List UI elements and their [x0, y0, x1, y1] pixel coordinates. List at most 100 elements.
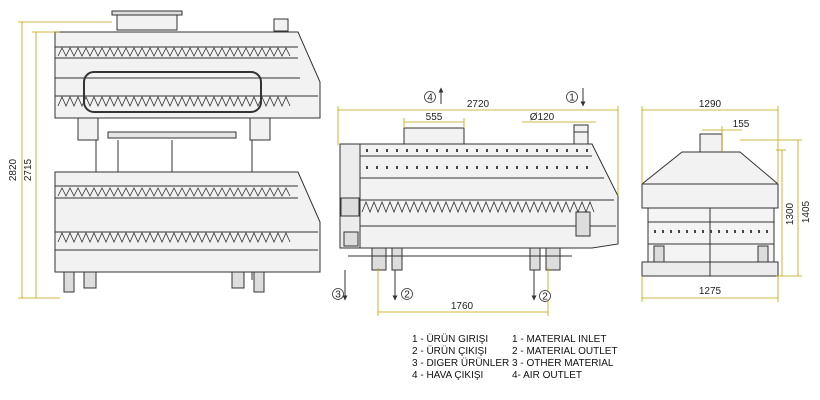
perforation-hole	[416, 166, 418, 169]
perforation-hole	[506, 149, 508, 152]
side-height-1-label: 1300	[785, 202, 796, 225]
legend-tr-1: 1 - ÜRÜN GIRIŞI	[412, 334, 489, 345]
front-view-teeth	[57, 47, 291, 243]
perforation-hole	[586, 149, 588, 152]
perforation-hole	[678, 230, 680, 233]
outlet-diameter-label: Ø120	[530, 112, 555, 123]
perforation-hole	[556, 166, 558, 169]
perforation-hole	[734, 230, 736, 233]
legend-turkish: 1 - ÜRÜN GIRIŞI 2 - ÜRÜN ÇIKIŞI 3 - DIGE…	[412, 334, 509, 382]
marker-material-outlet-left: 2	[404, 290, 410, 301]
marker-other-material: 3	[335, 290, 341, 301]
base-width-label: 1275	[699, 286, 722, 297]
perforation-hole	[758, 230, 760, 233]
perforation-hole	[386, 166, 388, 169]
leg-span-label: 1760	[451, 301, 474, 312]
perforation-hole	[416, 149, 418, 152]
length-total-label: 2720	[467, 99, 490, 110]
zigzag-detail	[57, 47, 291, 57]
perforation-hole	[566, 166, 568, 169]
perforation-hole	[586, 166, 588, 169]
perforation-hole	[536, 166, 538, 169]
perforation-hole	[476, 166, 478, 169]
perforation-hole	[486, 166, 488, 169]
front-view	[54, 10, 321, 293]
perforation-hole	[476, 149, 478, 152]
perforation-hole	[376, 149, 378, 152]
perforation-hole	[718, 230, 720, 233]
perforation-hole	[670, 230, 672, 233]
perforation-hole	[576, 166, 578, 169]
legend-english: 1 - MATERIAL INLET 2 - MATERIAL OUTLET 3…	[512, 334, 618, 382]
end-view-holes	[654, 230, 768, 233]
perforation-hole	[446, 166, 448, 169]
flow-arrows	[342, 87, 586, 301]
perforation-hole	[376, 166, 378, 169]
perforation-hole	[516, 149, 518, 152]
perforation-hole	[662, 230, 664, 233]
perforation-hole	[556, 149, 558, 152]
perforation-hole	[546, 149, 548, 152]
perforation-hole	[516, 166, 518, 169]
end-view	[641, 133, 779, 277]
perforation-hole	[506, 166, 508, 169]
front-dimension-lines	[18, 21, 112, 299]
perforation-hole	[406, 166, 408, 169]
perforation-hole	[466, 166, 468, 169]
perforation-hole	[386, 149, 388, 152]
perforation-hole	[726, 230, 728, 233]
zigzag-detail	[57, 187, 291, 197]
zigzag-detail	[57, 232, 291, 243]
legend-tr-4: 4 - HAVA ÇIKIŞI	[412, 370, 484, 381]
marker-material-inlet: 1	[569, 93, 575, 104]
perforation-hole	[426, 166, 428, 169]
perforation-hole	[496, 166, 498, 169]
perforation-hole	[526, 149, 528, 152]
marker-material-outlet-right: 2	[542, 292, 548, 303]
perforation-hole	[576, 149, 578, 152]
marker-air-outlet: 4	[427, 93, 433, 104]
perforation-hole	[526, 166, 528, 169]
top-port-label: 155	[733, 119, 750, 130]
perforation-hole	[694, 230, 696, 233]
perforation-hole	[446, 149, 448, 152]
legend-en-1: 1 - MATERIAL INLET	[512, 334, 607, 345]
side-view-holes	[366, 149, 588, 169]
perforation-hole	[496, 149, 498, 152]
inlet-width-label: 555	[426, 112, 443, 123]
legend-en-4: 4- AIR OUTLET	[512, 370, 583, 381]
zigzag-detail	[57, 96, 291, 107]
zigzag-detail	[361, 200, 595, 214]
perforation-hole	[466, 149, 468, 152]
perforation-hole	[536, 149, 538, 152]
perforation-hole	[406, 149, 408, 152]
perforation-hole	[710, 230, 712, 233]
legend-en-3: 3 - OTHER MATERIAL	[512, 358, 614, 369]
perforation-hole	[396, 149, 398, 152]
height-total-label: 2820	[8, 158, 19, 181]
perforation-hole	[742, 230, 744, 233]
perforation-hole	[456, 149, 458, 152]
perforation-hole	[396, 166, 398, 169]
perforation-hole	[686, 230, 688, 233]
width-total-label: 1290	[699, 99, 722, 110]
perforation-hole	[654, 230, 656, 233]
perforation-hole	[366, 149, 368, 152]
legend-tr-2: 2 - ÜRÜN ÇIKIŞI	[412, 346, 488, 357]
side-view	[339, 124, 619, 271]
legend-tr-3: 3 - DIGER ÜRÜNLER	[412, 358, 510, 369]
side-dimension-lines	[337, 106, 619, 316]
perforation-hole	[750, 230, 752, 233]
perforation-hole	[766, 230, 768, 233]
perforation-hole	[436, 149, 438, 152]
side-height-2-label: 1405	[801, 200, 812, 223]
markers	[332, 91, 578, 302]
perforation-hole	[366, 166, 368, 169]
perforation-hole	[702, 230, 704, 233]
perforation-hole	[456, 166, 458, 169]
legend-en-2: 2 - MATERIAL OUTLET	[512, 346, 618, 357]
side-view-teeth	[361, 200, 595, 214]
end-dimension-lines	[641, 106, 802, 302]
perforation-hole	[426, 149, 428, 152]
